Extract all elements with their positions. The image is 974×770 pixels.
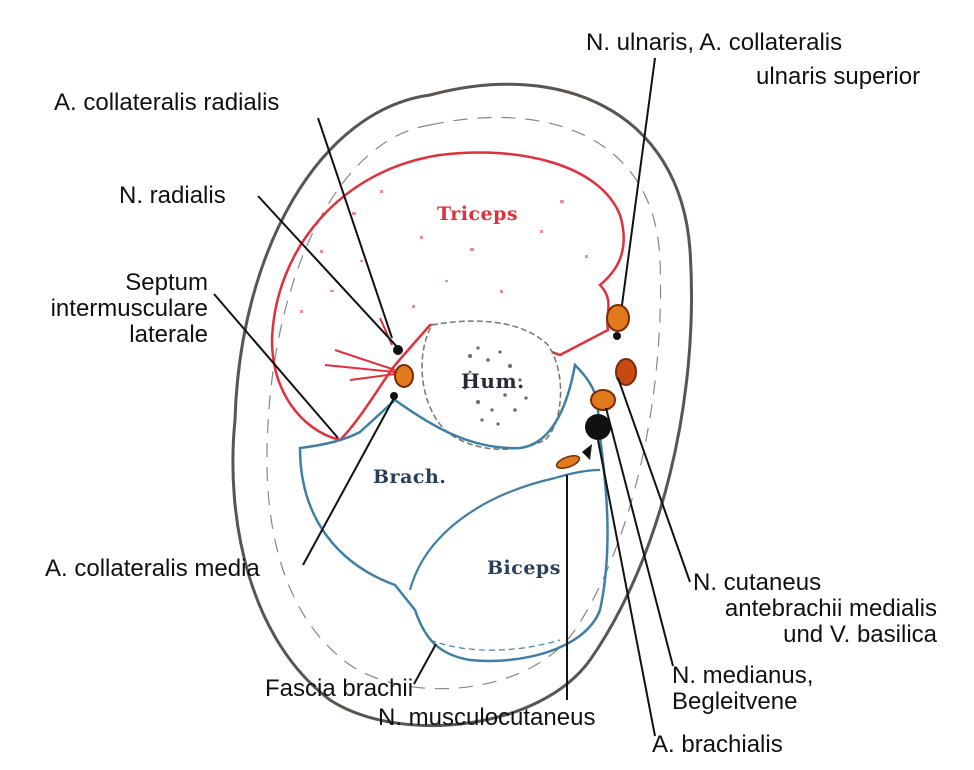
region-brachialis: Brach. — [373, 466, 447, 488]
humerus-outline — [421, 320, 562, 450]
brach-biceps-boundary — [408, 468, 601, 591]
label-n-cutaneus: N. cutaneus antebrachii medialis und V. … — [693, 569, 937, 648]
label-a-collateralis-radialis: A. collateralis radialis — [54, 89, 280, 116]
label-fascia-brachii: Fascia brachii — [265, 675, 414, 702]
label-n-ulnaris: N. ulnaris, A. collateralis — [586, 29, 843, 56]
label-n-musculocutaneus: N. musculocutaneus — [378, 704, 596, 731]
bone-marrow-dots — [463, 346, 528, 426]
leader-lines — [213, 57, 691, 737]
label-n-medianus: N. medianus, Begleitvene — [672, 662, 814, 715]
nerve-dots — [390, 332, 621, 440]
fascia-brachii-dash — [429, 639, 561, 651]
vein-triangle — [582, 444, 592, 460]
label-n-radialis: N. radialis — [119, 182, 226, 209]
vessels — [394, 304, 637, 469]
label-a-collateralis-media: A. collateralis media — [45, 555, 260, 582]
fascia-outline — [266, 116, 662, 690]
region-humerus: Hum. — [461, 369, 525, 393]
label-ulnaris-superior: ulnaris superior — [756, 63, 921, 90]
label-septum-intermusculare-laterale: Septum intermusculare laterale — [50, 269, 208, 348]
septum-lines — [324, 317, 396, 381]
region-biceps: Biceps — [487, 557, 561, 579]
region-triceps: Triceps — [437, 203, 519, 225]
triceps-speckles — [300, 190, 588, 313]
label-a-brachialis: A. brachialis — [652, 731, 783, 758]
